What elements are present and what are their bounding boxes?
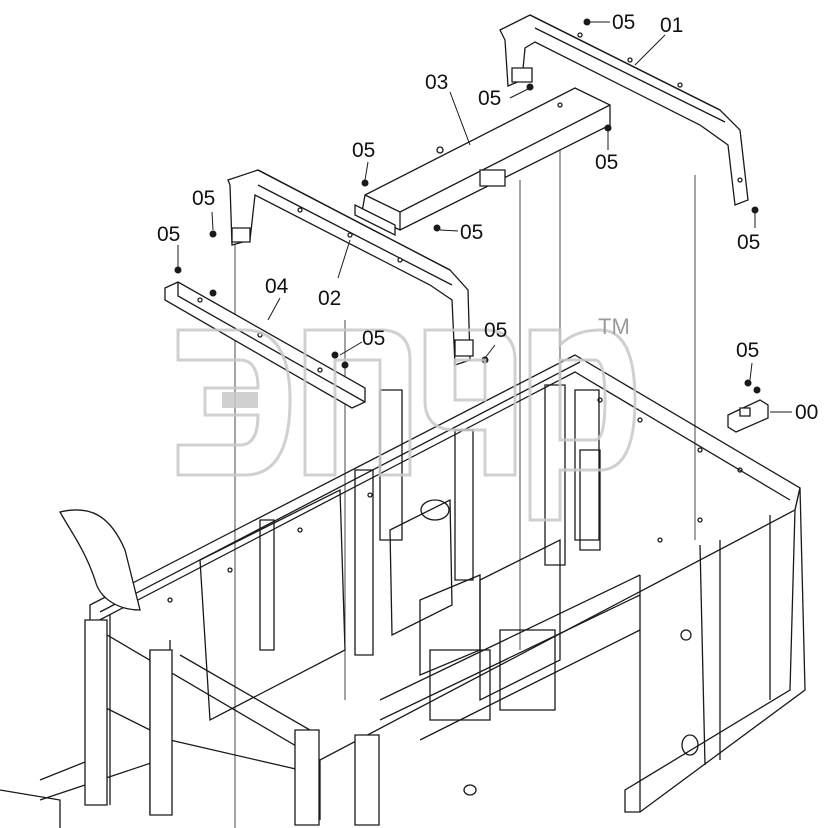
callout-05: 05	[362, 327, 386, 350]
callout-05: 05	[460, 221, 484, 244]
bolt-marker	[210, 231, 216, 237]
bolt-marker	[332, 352, 338, 358]
callout-05: 05	[612, 11, 636, 34]
callout-05: 05	[484, 319, 508, 342]
part-01-rear-frame	[500, 15, 748, 205]
callout-05: 05	[192, 187, 216, 210]
callout-05: 05	[737, 231, 761, 254]
part-00-bracket	[728, 400, 768, 432]
callout-05: 05	[478, 87, 502, 110]
part-04-support-bar	[165, 282, 365, 408]
callout-05: 05	[595, 151, 619, 174]
watermark-logo	[178, 330, 635, 520]
leader-lines	[178, 22, 792, 412]
trademark-symbol: TM	[598, 314, 630, 339]
part-02-front-frame	[228, 170, 473, 365]
callout-04: 04	[265, 275, 289, 298]
bolt-marker	[584, 19, 590, 25]
callout-00: 00	[795, 401, 819, 424]
bolt-marker	[210, 290, 216, 296]
bolt-marker	[434, 225, 440, 231]
part-03-cross-beam	[355, 88, 610, 235]
callout-02: 02	[318, 287, 342, 310]
bolt-marker	[745, 380, 751, 386]
bolt-marker	[342, 362, 348, 368]
bolt-marker	[362, 180, 368, 186]
callout-05: 05	[736, 339, 760, 362]
bolt-markers	[175, 19, 760, 393]
bolt-marker	[754, 387, 760, 393]
callout-01: 01	[660, 14, 684, 37]
callout-05: 05	[157, 223, 181, 246]
callout-03: 03	[425, 71, 449, 94]
callout-05: 05	[352, 139, 376, 162]
